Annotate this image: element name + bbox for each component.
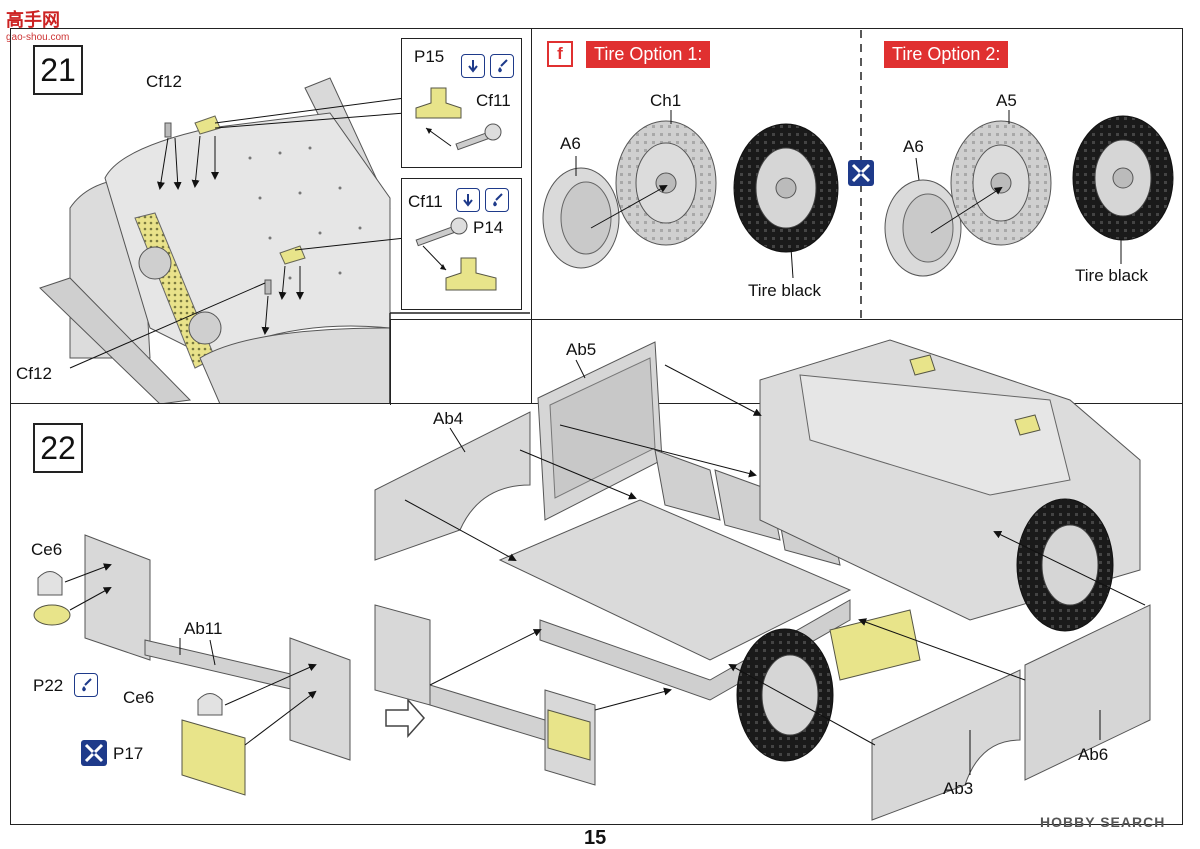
label-ab5: Ab5 bbox=[566, 340, 597, 359]
step21-hood-drawing bbox=[39, 77, 530, 404]
glue-icon bbox=[74, 673, 98, 697]
label-ab3: Ab3 bbox=[943, 779, 974, 798]
callout-p15-drawing bbox=[415, 87, 502, 151]
label-cf12-top: Cf12 bbox=[146, 72, 182, 91]
glue-icon bbox=[485, 188, 509, 212]
step22-number: 22 bbox=[33, 423, 83, 473]
label-p14: P14 bbox=[473, 218, 504, 237]
label-opt2-tire-black: Tire black bbox=[1075, 266, 1149, 285]
label-cf12-bottom: Cf12 bbox=[16, 364, 52, 383]
step22-assembly-drawing bbox=[33, 339, 1151, 821]
option-choice-icon bbox=[81, 740, 107, 766]
label-cf11-upper: Cf11 bbox=[476, 91, 511, 110]
label-p22: P22 bbox=[33, 676, 64, 695]
label-ce6-mid: Ce6 bbox=[123, 688, 155, 707]
label-opt1-ch1: Ch1 bbox=[650, 91, 682, 110]
label-p15: P15 bbox=[414, 47, 445, 66]
footer-brand-text: HOBBY SEARCH bbox=[1040, 814, 1166, 830]
tire-option1-title: Tire Option 1: bbox=[586, 41, 711, 68]
label-opt1-tire-black: Tire black bbox=[748, 281, 822, 300]
glue-icon bbox=[490, 54, 514, 78]
option-choice-icon bbox=[848, 160, 874, 186]
label-ab4: Ab4 bbox=[433, 409, 464, 428]
label-ab6: Ab6 bbox=[1078, 745, 1109, 764]
page-number: 15 bbox=[584, 827, 607, 849]
label-opt2-a6: A6 bbox=[903, 137, 924, 156]
option-f-mark: f bbox=[547, 41, 573, 67]
label-ce6-top: Ce6 bbox=[31, 540, 63, 559]
tire-option2-title: Tire Option 2: bbox=[884, 41, 1009, 68]
fold-down-icon bbox=[461, 54, 485, 78]
watermark-site: gao-shou.com bbox=[6, 32, 70, 43]
label-opt2-a5: A5 bbox=[996, 91, 1017, 110]
fold-down-icon bbox=[456, 188, 480, 212]
watermark-logo: 高手网 bbox=[6, 10, 60, 30]
callout-p14-drawing bbox=[415, 217, 497, 291]
label-cf11-lower: Cf11 bbox=[408, 192, 443, 211]
footer-brand: HOBBY SEARCH bbox=[1040, 815, 1165, 829]
label-ab11: Ab11 bbox=[184, 619, 223, 638]
label-p17: P17 bbox=[113, 744, 144, 763]
step22-panel-top-edge bbox=[390, 319, 1183, 405]
step21-number: 21 bbox=[33, 45, 83, 95]
watermark: 高手网 gao-shou.com bbox=[6, 6, 69, 43]
label-opt1-a6: A6 bbox=[560, 134, 581, 153]
tire-option-drawings bbox=[542, 110, 1174, 279]
